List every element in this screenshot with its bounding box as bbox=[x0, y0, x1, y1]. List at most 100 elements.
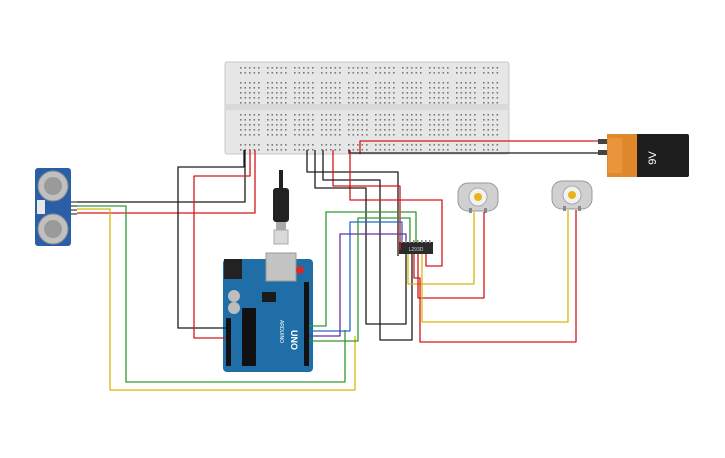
breadboard-hole[interactable] bbox=[271, 129, 274, 131]
breadboard-hole[interactable] bbox=[258, 149, 260, 151]
breadboard-hole[interactable] bbox=[303, 67, 305, 69]
breadboard-hole[interactable] bbox=[393, 119, 395, 121]
breadboard-hole[interactable] bbox=[465, 87, 467, 89]
breadboard-hole[interactable] bbox=[465, 82, 467, 84]
breadboard-hole[interactable] bbox=[496, 134, 499, 136]
breadboard-hole[interactable] bbox=[469, 149, 472, 151]
breadboard-hole[interactable] bbox=[334, 149, 337, 151]
breadboard-hole[interactable] bbox=[483, 102, 485, 104]
breadboard-hole[interactable] bbox=[334, 129, 337, 131]
breadboard-hole[interactable] bbox=[411, 102, 413, 104]
breadboard-hole[interactable] bbox=[330, 67, 332, 69]
breadboard-hole[interactable] bbox=[420, 102, 422, 104]
breadboard-hole[interactable] bbox=[352, 102, 355, 104]
breadboard-hole[interactable] bbox=[330, 92, 332, 94]
breadboard-hole[interactable] bbox=[357, 119, 359, 121]
breadboard-hole[interactable] bbox=[244, 92, 247, 94]
breadboard-hole[interactable] bbox=[406, 129, 409, 131]
breadboard-hole[interactable] bbox=[366, 67, 368, 69]
breadboard-hole[interactable] bbox=[325, 144, 328, 146]
breadboard-hole[interactable] bbox=[334, 114, 337, 116]
breadboard-hole[interactable] bbox=[483, 72, 485, 74]
breadboard-hole[interactable] bbox=[469, 114, 472, 116]
breadboard-hole[interactable] bbox=[375, 149, 377, 151]
breadboard-hole[interactable] bbox=[384, 92, 386, 94]
breadboard-hole[interactable] bbox=[307, 82, 310, 84]
breadboard-hole[interactable] bbox=[388, 92, 391, 94]
breadboard-hole[interactable] bbox=[415, 124, 418, 126]
breadboard-hole[interactable] bbox=[240, 82, 242, 84]
breadboard-hole[interactable] bbox=[442, 124, 445, 126]
breadboard-hole[interactable] bbox=[325, 129, 328, 131]
breadboard-hole[interactable] bbox=[447, 67, 449, 69]
breadboard-hole[interactable] bbox=[339, 144, 341, 146]
breadboard-hole[interactable] bbox=[406, 134, 409, 136]
breadboard-hole[interactable] bbox=[456, 119, 458, 121]
breadboard-hole[interactable] bbox=[276, 119, 278, 121]
breadboard-hole[interactable] bbox=[411, 67, 413, 69]
breadboard-hole[interactable] bbox=[469, 82, 472, 84]
breadboard-hole[interactable] bbox=[379, 72, 382, 74]
breadboard-hole[interactable] bbox=[460, 119, 463, 121]
breadboard-hole[interactable] bbox=[438, 119, 440, 121]
breadboard-hole[interactable] bbox=[325, 102, 328, 104]
breadboard-hole[interactable] bbox=[375, 97, 377, 99]
breadboard-hole[interactable] bbox=[307, 114, 310, 116]
breadboard-hole[interactable] bbox=[294, 97, 296, 99]
breadboard-hole[interactable] bbox=[244, 82, 247, 84]
breadboard-hole[interactable] bbox=[240, 72, 242, 74]
breadboard-hole[interactable] bbox=[379, 92, 382, 94]
breadboard-hole[interactable] bbox=[388, 129, 391, 131]
breadboard-hole[interactable] bbox=[438, 134, 440, 136]
breadboard-hole[interactable] bbox=[433, 67, 436, 69]
breadboard-hole[interactable] bbox=[442, 87, 445, 89]
breadboard-hole[interactable] bbox=[406, 124, 409, 126]
breadboard-hole[interactable] bbox=[330, 114, 332, 116]
breadboard-hole[interactable] bbox=[460, 67, 463, 69]
breadboard-hole[interactable] bbox=[339, 102, 341, 104]
breadboard-hole[interactable] bbox=[411, 72, 413, 74]
breadboard-hole[interactable] bbox=[303, 72, 305, 74]
breadboard-hole[interactable] bbox=[420, 87, 422, 89]
breadboard-hole[interactable] bbox=[393, 129, 395, 131]
breadboard-hole[interactable] bbox=[303, 102, 305, 104]
breadboard-hole[interactable] bbox=[352, 129, 355, 131]
breadboard-hole[interactable] bbox=[280, 82, 283, 84]
breadboard-hole[interactable] bbox=[483, 119, 485, 121]
breadboard-hole[interactable] bbox=[420, 82, 422, 84]
breadboard-hole[interactable] bbox=[339, 124, 341, 126]
breadboard-hole[interactable] bbox=[325, 149, 328, 151]
breadboard-hole[interactable] bbox=[375, 114, 377, 116]
breadboard-hole[interactable] bbox=[249, 119, 251, 121]
breadboard-hole[interactable] bbox=[411, 124, 413, 126]
breadboard-hole[interactable] bbox=[361, 149, 364, 151]
breadboard-hole[interactable] bbox=[487, 67, 490, 69]
breadboard-hole[interactable] bbox=[433, 114, 436, 116]
breadboard-hole[interactable] bbox=[366, 129, 368, 131]
breadboard-hole[interactable] bbox=[285, 149, 287, 151]
breadboard-hole[interactable] bbox=[379, 144, 382, 146]
breadboard-hole[interactable] bbox=[339, 67, 341, 69]
breadboard-hole[interactable] bbox=[460, 92, 463, 94]
breadboard-hole[interactable] bbox=[330, 72, 332, 74]
breadboard-hole[interactable] bbox=[339, 134, 341, 136]
breadboard-hole[interactable] bbox=[384, 149, 386, 151]
breadboard-hole[interactable] bbox=[460, 129, 463, 131]
breadboard-hole[interactable] bbox=[366, 149, 368, 151]
breadboard-hole[interactable] bbox=[285, 82, 287, 84]
breadboard-hole[interactable] bbox=[483, 82, 485, 84]
breadboard-hole[interactable] bbox=[330, 124, 332, 126]
breadboard-hole[interactable] bbox=[496, 67, 499, 69]
breadboard-hole[interactable] bbox=[325, 82, 328, 84]
breadboard-hole[interactable] bbox=[312, 72, 314, 74]
breadboard-hole[interactable] bbox=[325, 119, 328, 121]
breadboard-hole[interactable] bbox=[388, 134, 391, 136]
breadboard-hole[interactable] bbox=[348, 82, 350, 84]
breadboard-hole[interactable] bbox=[447, 114, 449, 116]
breadboard-hole[interactable] bbox=[294, 144, 296, 146]
breadboard-hole[interactable] bbox=[433, 87, 436, 89]
breadboard-hole[interactable] bbox=[276, 97, 278, 99]
breadboard-hole[interactable] bbox=[244, 144, 247, 146]
breadboard-hole[interactable] bbox=[348, 97, 350, 99]
breadboard-hole[interactable] bbox=[433, 134, 436, 136]
